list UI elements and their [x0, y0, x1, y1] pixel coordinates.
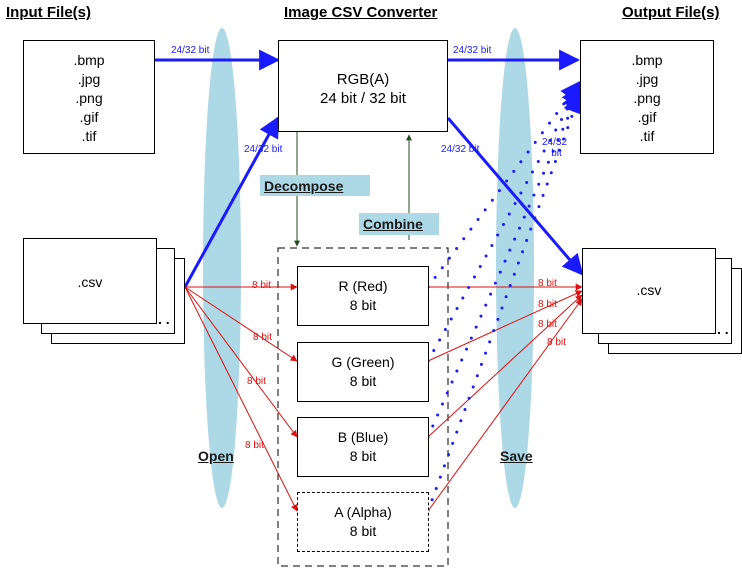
open-label: Open — [198, 448, 234, 464]
edge-label-green-to-csv: 8 bit — [538, 299, 557, 310]
edge-label-dotted-line2: bit — [551, 148, 562, 159]
input-format-list: .bmp .jpg .png .gif .tif — [24, 51, 154, 146]
output-files-header: Output File(s) — [622, 4, 720, 21]
save-ellipse — [496, 28, 534, 508]
edge-label-input-to-rgba: 24/32 bit — [171, 45, 210, 56]
output-format-bmp: .bmp — [631, 52, 663, 68]
channel-red-box: R (Red) 8 bit — [297, 266, 429, 326]
arrow-rgba-to-csv — [446, 117, 584, 276]
edge-label-blue-to-csv: 8 bit — [538, 319, 557, 330]
channel-alpha-name: A (Alpha) — [334, 504, 392, 520]
channel-green-bits: 8 bit — [349, 373, 377, 389]
arrow-csv-to-blue — [184, 286, 298, 438]
save-label: Save — [500, 448, 533, 464]
arrow-csv-to-rgba — [183, 116, 280, 288]
channel-frame — [277, 247, 449, 567]
arrow-csv-to-alpha — [184, 286, 298, 512]
channel-blue-name: B (Blue) — [337, 429, 389, 445]
channel-blue-text: B (Blue) 8 bit — [298, 428, 428, 466]
edge-label-rgba-to-output: 24/32 bit — [453, 45, 492, 56]
edge-label-red-to-csv: 8 bit — [538, 278, 557, 289]
edge-label-csv-to-red: 8 bit — [252, 280, 271, 291]
rgba-title: RGB(A) — [336, 71, 390, 88]
edge-label-csv-to-rgba: 24/32 bit — [244, 144, 283, 155]
dotted-green-to-output — [426, 84, 582, 363]
channel-red-bits: 8 bit — [349, 297, 377, 313]
output-csv-box: .csv — [582, 248, 716, 334]
edge-label-rgba-to-csv: 24/32 bit — [441, 144, 480, 155]
open-ellipse — [203, 28, 241, 508]
output-format-jpg: .jpg — [635, 71, 659, 87]
rgba-bits: 24 bit / 32 bit — [320, 90, 406, 107]
channel-blue-box: B (Blue) 8 bit — [297, 417, 429, 477]
output-format-png: .png — [633, 90, 661, 106]
channel-blue-bits: 8 bit — [349, 448, 377, 464]
output-csv-more: . . — [717, 321, 729, 337]
channel-alpha-text: A (Alpha) 8 bit — [298, 503, 428, 541]
input-format-png: .png — [75, 90, 103, 106]
output-format-gif: .gif — [637, 109, 657, 125]
input-formats-box: .bmp .jpg .png .gif .tif — [23, 40, 155, 154]
input-format-gif: .gif — [79, 109, 99, 125]
rgba-text: RGB(A) 24 bit / 32 bit — [279, 70, 447, 108]
input-files-header: Input File(s) — [6, 4, 91, 21]
edge-label-alpha-to-csv: 8 bit — [547, 337, 566, 348]
channel-red-text: R (Red) 8 bit — [298, 277, 428, 315]
arrow-green-to-csv — [427, 290, 583, 362]
channel-alpha-box: A (Alpha) 8 bit — [297, 492, 429, 552]
input-format-jpg: .jpg — [77, 71, 101, 87]
output-csv-label: .csv — [636, 282, 662, 298]
rgba-box: RGB(A) 24 bit / 32 bit — [278, 40, 448, 132]
edge-label-csv-to-alpha: 8 bit — [245, 440, 264, 451]
channel-alpha-bits: 8 bit — [349, 523, 377, 539]
arrow-blue-to-csv — [427, 294, 583, 438]
arrow-alpha-to-csv — [427, 298, 583, 512]
input-csv-label: .csv — [77, 274, 103, 290]
edge-label-dotted-to-output: 24/32 bit — [542, 137, 567, 159]
output-formats-box: .bmp .jpg .png .gif .tif — [580, 40, 714, 154]
input-format-tif: .tif — [81, 128, 97, 144]
channel-red-name: R (Red) — [338, 278, 388, 294]
arrow-csv-to-green — [184, 286, 298, 362]
output-format-tif: .tif — [639, 128, 655, 144]
edge-label-csv-to-blue: 8 bit — [247, 376, 266, 387]
input-csv-box: .csv — [23, 238, 157, 324]
edge-label-dotted-line1: 24/32 — [542, 137, 568, 148]
edge-label-csv-to-green: 8 bit — [253, 332, 272, 343]
channel-green-text: G (Green) 8 bit — [298, 353, 428, 391]
input-csv-more: . . — [158, 311, 170, 327]
channel-green-name: G (Green) — [331, 354, 395, 370]
input-format-bmp: .bmp — [73, 52, 105, 68]
decompose-label: Decompose — [260, 175, 370, 196]
output-format-list: .bmp .jpg .png .gif .tif — [581, 51, 713, 146]
combine-label: Combine — [359, 213, 439, 235]
converter-header: Image CSV Converter — [284, 4, 438, 21]
channel-green-box: G (Green) 8 bit — [297, 342, 429, 402]
